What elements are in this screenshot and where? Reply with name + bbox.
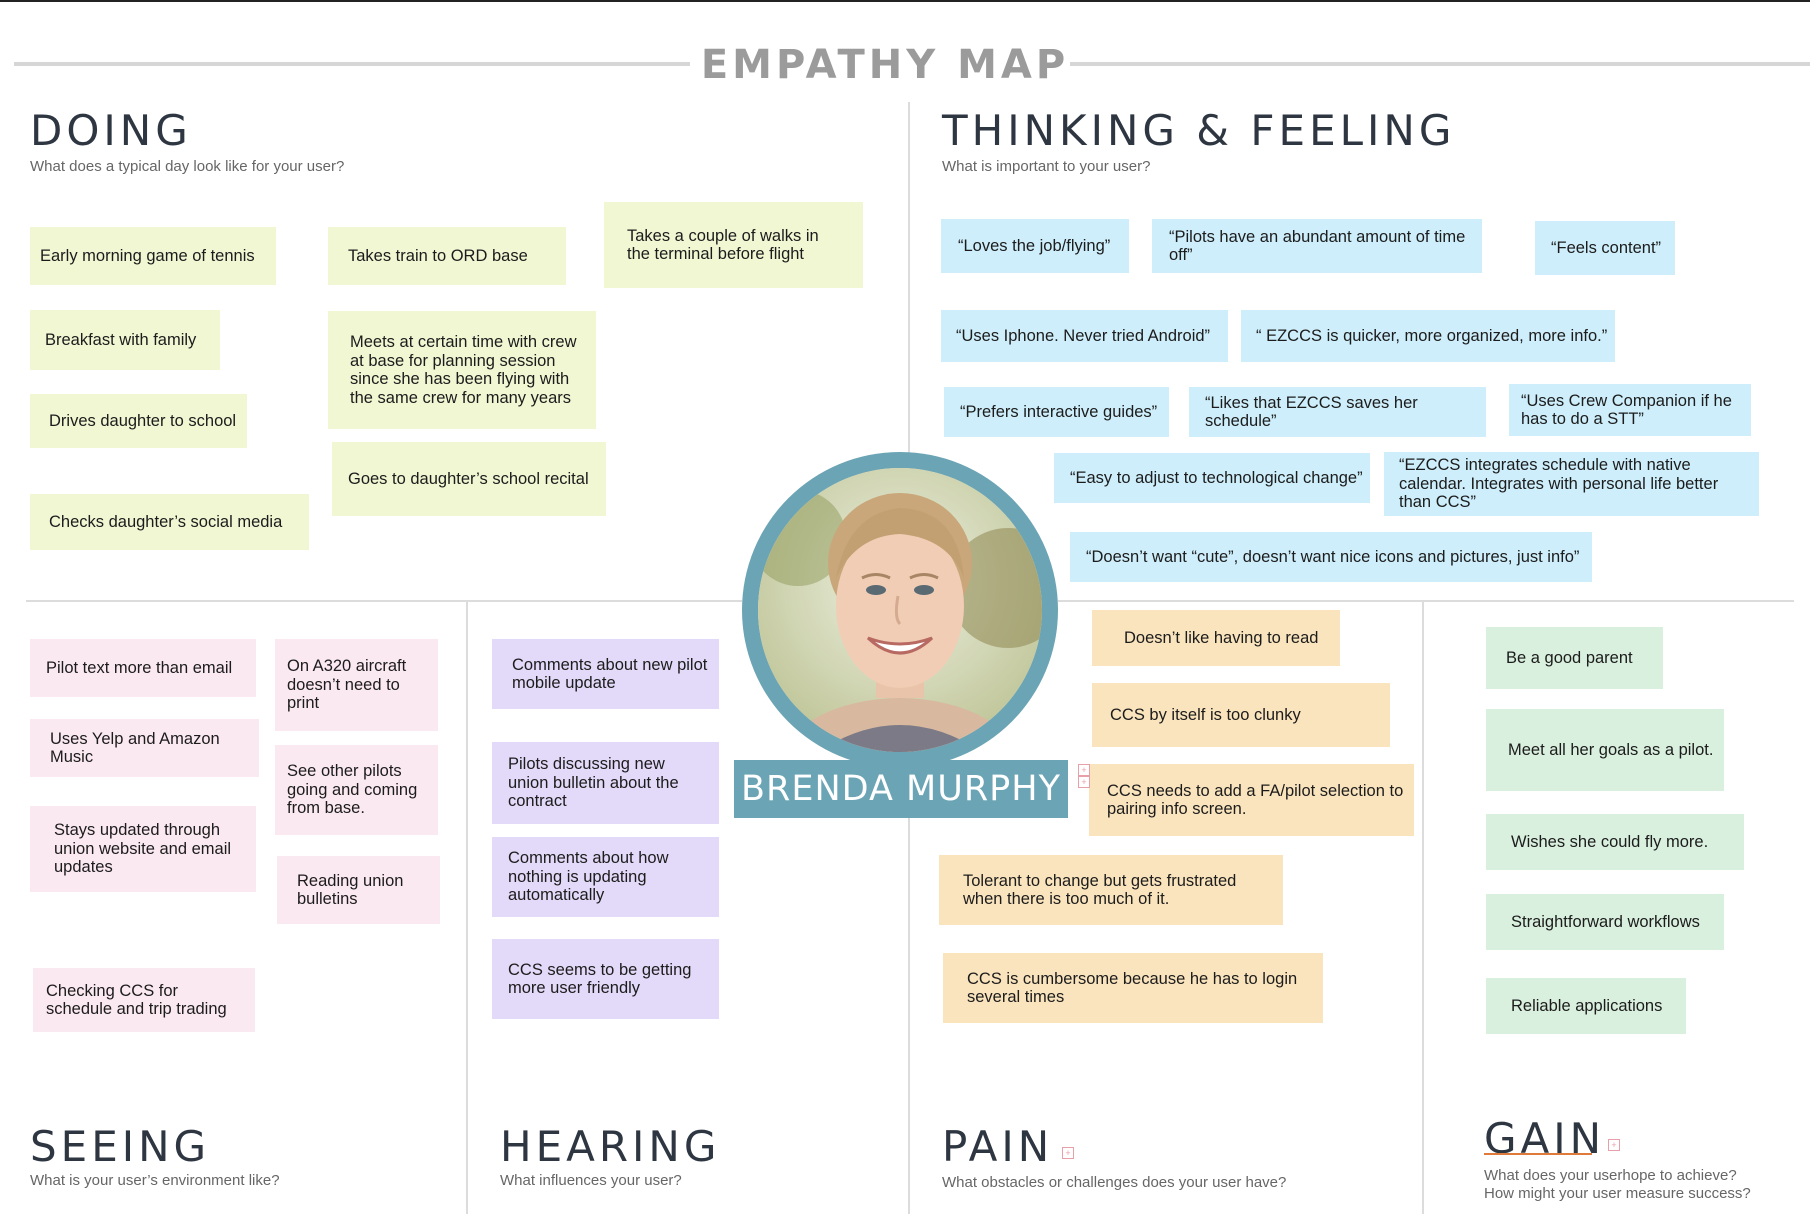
thinking-subtitle: What is important to your user? xyxy=(942,158,1151,175)
doing-note[interactable]: Drives daughter to school xyxy=(30,394,247,448)
gain-note[interactable]: Be a good parent xyxy=(1486,627,1663,689)
pain-expand-icon[interactable]: + xyxy=(1062,1147,1074,1159)
hearing-title: HEARING xyxy=(500,1122,721,1171)
hearing-note[interactable]: CCS seems to be getting more user friend… xyxy=(492,939,719,1019)
hearing-note[interactable]: Comments about new pilot mobile update xyxy=(492,639,719,709)
seeing-subtitle: What is your user’s environment like? xyxy=(30,1172,280,1189)
pain-title: PAIN xyxy=(942,1122,1054,1171)
pain-note[interactable]: Doesn’t like having to read xyxy=(1092,610,1340,666)
pain-note[interactable]: CCS by itself is too clunky xyxy=(1092,683,1390,747)
seeing-note[interactable]: Uses Yelp and Amazon Music xyxy=(30,719,259,777)
thinking-note[interactable]: “EZCCS integrates schedule with native c… xyxy=(1384,452,1759,516)
thinking-note[interactable]: “Likes that EZCCS saves her schedule” xyxy=(1189,387,1486,437)
seeing-title: SEEING xyxy=(30,1122,211,1171)
thinking-note[interactable]: “Pilots have an abundant amount of time … xyxy=(1152,219,1482,273)
doing-note[interactable]: Takes a couple of walks in the terminal … xyxy=(604,202,863,288)
doing-note[interactable]: Takes train to ORD base xyxy=(328,227,566,285)
hearing-note[interactable]: Comments about how nothing is updating a… xyxy=(492,837,719,917)
gain-note[interactable]: Wishes she could fly more. xyxy=(1486,814,1744,870)
doing-note[interactable]: Early morning game of tennis xyxy=(30,227,276,285)
seeing-note[interactable]: Checking CCS for schedule and trip tradi… xyxy=(33,968,255,1032)
thinking-note[interactable]: “Easy to adjust to technological change” xyxy=(1054,453,1370,503)
thinking-note[interactable]: “Uses Iphone. Never tried Android” xyxy=(941,310,1228,362)
doing-note[interactable]: Breakfast with family xyxy=(30,310,220,370)
divider-middle-left xyxy=(26,600,742,602)
persona-avatar-ring xyxy=(742,452,1058,768)
page-title: EMPATHY MAP xyxy=(700,42,1070,88)
thinking-note[interactable]: “Prefers interactive guides” xyxy=(944,387,1169,437)
divider-seeing-hearing xyxy=(466,600,468,1214)
divider-pain-gain xyxy=(1422,600,1424,1214)
persona-name: BRENDA MURPHY xyxy=(734,760,1068,818)
gain-note[interactable]: Meet all her goals as a pilot. xyxy=(1486,709,1724,791)
seeing-note[interactable]: On A320 aircraft doesn’t need to print xyxy=(275,639,438,731)
gain-title-underline xyxy=(1484,1153,1592,1155)
pain-note[interactable]: Tolerant to change but gets frustrated w… xyxy=(939,855,1283,925)
pain-note[interactable]: CCS needs to add a FA/pilot selection to… xyxy=(1089,764,1414,836)
gain-title: GAIN xyxy=(1484,1114,1606,1163)
gain-note[interactable]: Straightforward workflows xyxy=(1486,894,1724,950)
title-rule-left xyxy=(14,62,690,66)
pain-note[interactable]: CCS is cumbersome because he has to logi… xyxy=(943,953,1323,1023)
seeing-note[interactable]: Reading union bulletins xyxy=(277,856,440,924)
divider-top-center xyxy=(908,102,910,592)
thinking-note[interactable]: “Feels content” xyxy=(1535,221,1675,275)
doing-note[interactable]: Goes to daughter’s school recital xyxy=(332,442,606,516)
hearing-note[interactable]: Pilots discussing new union bulletin abo… xyxy=(492,742,719,824)
gain-subtitle-line1: What does your userhope to achieve? xyxy=(1484,1167,1737,1184)
doing-subtitle: What does a typical day look like for yo… xyxy=(30,158,345,175)
divider-middle-right xyxy=(1058,600,1794,602)
add-note-icon[interactable]: + xyxy=(1078,776,1090,788)
seeing-note[interactable]: Stays updated through union website and … xyxy=(30,806,256,892)
avatar xyxy=(758,468,1042,752)
thinking-note[interactable]: “Loves the job/flying” xyxy=(941,219,1129,273)
thinking-note[interactable]: “Uses Crew Companion if he has to do a S… xyxy=(1509,384,1751,436)
gain-expand-icon[interactable]: + xyxy=(1608,1139,1620,1151)
top-border xyxy=(0,0,1810,2)
doing-title: DOING xyxy=(30,106,192,155)
thinking-title: THINKING & FEELING xyxy=(942,106,1456,155)
gain-note[interactable]: Reliable applications xyxy=(1486,978,1686,1034)
hearing-subtitle: What influences your user? xyxy=(500,1172,682,1189)
pain-subtitle: What obstacles or challenges does your u… xyxy=(942,1174,1287,1191)
doing-note[interactable]: Meets at certain time with crew at base … xyxy=(328,311,596,429)
doing-note[interactable]: Checks daughter’s social media xyxy=(30,494,309,550)
seeing-note[interactable]: See other pilots going and coming from b… xyxy=(275,745,438,835)
divider-hearing-pain xyxy=(908,818,910,1214)
persona-photo xyxy=(758,468,1042,752)
thinking-note[interactable]: “ EZCCS is quicker, more organized, more… xyxy=(1241,310,1615,362)
gain-subtitle-line2: How might your user measure success? xyxy=(1484,1185,1751,1202)
title-rule-right xyxy=(1070,62,1810,66)
add-note-icon[interactable]: + xyxy=(1078,764,1090,776)
thinking-note[interactable]: “Doesn’t want “cute”, doesn’t want nice … xyxy=(1070,532,1592,582)
seeing-note[interactable]: Pilot text more than email xyxy=(30,639,256,697)
